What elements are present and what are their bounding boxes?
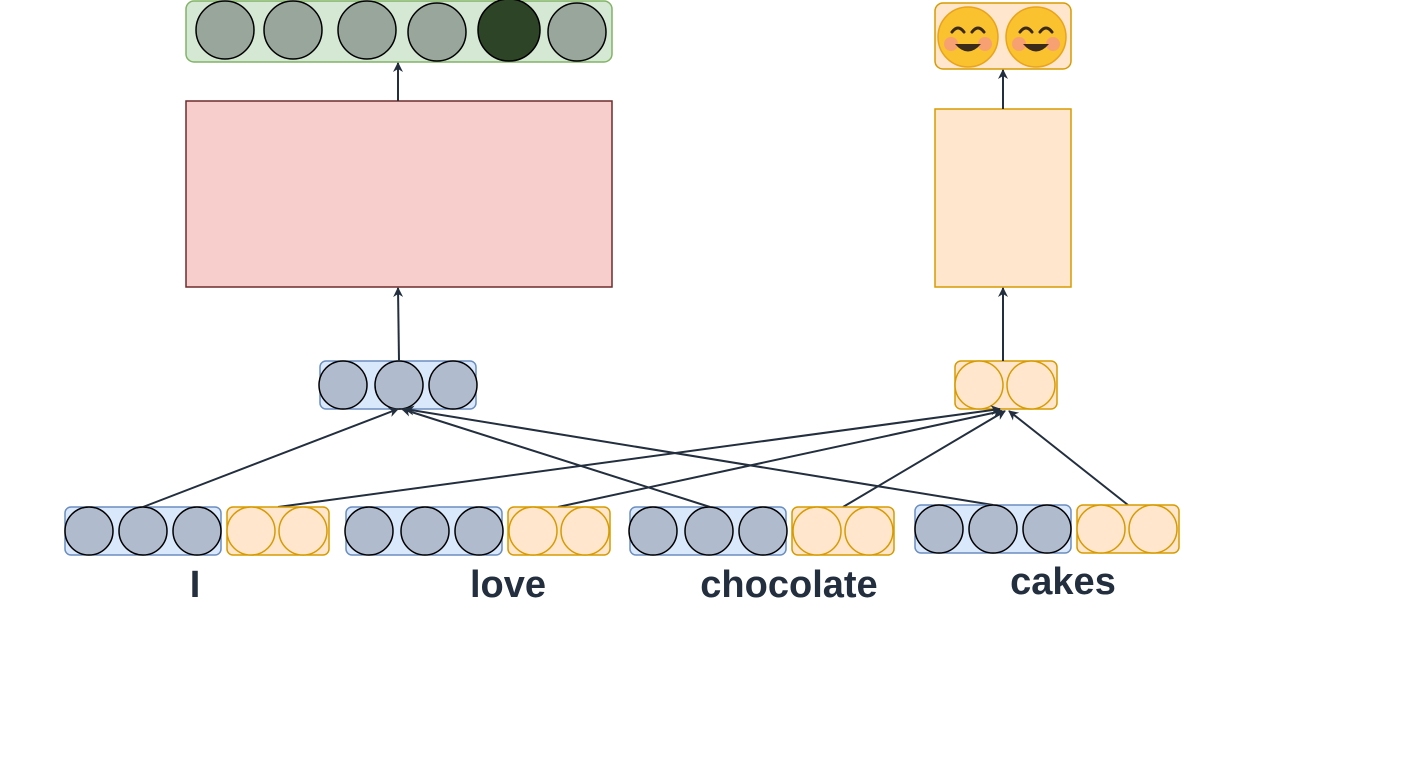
connection-arrows [142, 405, 1129, 508]
arrow [557, 408, 1003, 508]
word-label: chocolate [700, 564, 877, 606]
vertical-arrows [393, 62, 1008, 362]
word-node [172, 506, 222, 556]
word-node [628, 506, 678, 556]
hidden-node [318, 360, 368, 410]
smiling-face-icon [937, 6, 999, 68]
word-vector-group: cakes [914, 504, 1180, 603]
output-node [263, 0, 323, 60]
word-node [684, 506, 734, 556]
word-node [64, 506, 114, 556]
hidden-node [374, 360, 424, 410]
hidden-node [954, 360, 1004, 410]
left-hidden-vector [318, 360, 478, 410]
word-node [1128, 504, 1178, 554]
hidden-node [428, 360, 478, 410]
word-node [1076, 504, 1126, 554]
word-node [968, 504, 1018, 554]
word-label: love [470, 564, 546, 606]
left-output-vector [185, 0, 613, 63]
word-node [844, 506, 894, 556]
right-hidden-vector [954, 360, 1058, 410]
word-vector-group: chocolate [628, 506, 895, 606]
right-transform-block [934, 108, 1072, 288]
word-node [400, 506, 450, 556]
word-node [914, 504, 964, 554]
left-transform-block [185, 100, 613, 288]
word-node [454, 506, 504, 556]
arrow [404, 405, 994, 506]
output-node [547, 2, 607, 62]
word-vector-group: I [64, 506, 330, 606]
word-vector-group: love [344, 506, 611, 606]
output-node [195, 0, 255, 60]
word-node [278, 506, 328, 556]
output-node-active [477, 0, 541, 62]
word-label: I [190, 564, 201, 606]
word-node [226, 506, 276, 556]
hidden-node [1006, 360, 1056, 410]
arrow [401, 406, 711, 508]
output-node [407, 2, 467, 62]
arrow [842, 410, 1006, 508]
word-node [560, 506, 610, 556]
output-node [337, 0, 397, 60]
word-node [738, 506, 788, 556]
arrow [393, 287, 404, 362]
arrow [277, 405, 1001, 508]
word-node [118, 506, 168, 556]
word-node [508, 506, 558, 556]
word-label: cakes [1010, 561, 1116, 603]
arrow [1008, 410, 1129, 506]
smiling-face-icon [1005, 6, 1067, 68]
word-node [792, 506, 842, 556]
word-node [1022, 504, 1072, 554]
word-node [344, 506, 394, 556]
right-output-emojis [934, 2, 1072, 70]
arrow [142, 407, 399, 508]
